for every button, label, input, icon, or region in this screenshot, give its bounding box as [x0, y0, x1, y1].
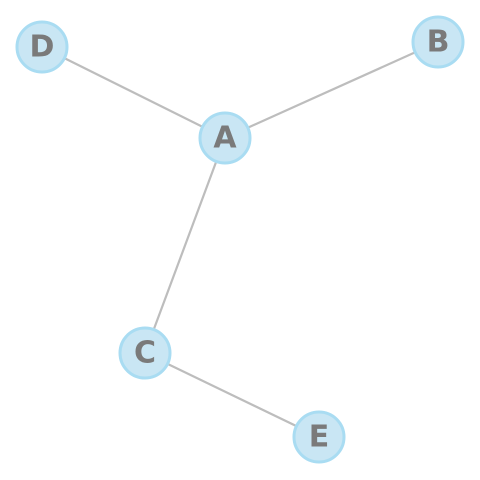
node-e-label: E [309, 420, 330, 455]
node-layer: A B C D E [15, 15, 465, 464]
edge-layer [40, 40, 440, 439]
node-b[interactable]: B [411, 15, 465, 69]
node-c-circle [118, 326, 172, 380]
node-d-label: D [30, 30, 55, 65]
node-a[interactable]: A [198, 111, 252, 165]
node-b-circle [411, 15, 465, 69]
node-e-circle [292, 410, 346, 464]
node-c-label: C [134, 336, 156, 371]
node-e[interactable]: E [292, 410, 346, 464]
edge-a-b [223, 40, 440, 140]
node-c[interactable]: C [118, 326, 172, 380]
edge-c-e [143, 351, 321, 439]
edge-a-d [40, 45, 227, 140]
node-d-circle [15, 20, 69, 74]
node-a-circle [198, 111, 252, 165]
node-b-label: B [427, 25, 450, 60]
edge-a-c [143, 136, 227, 355]
node-a-label: A [213, 121, 237, 156]
node-d[interactable]: D [15, 20, 69, 74]
